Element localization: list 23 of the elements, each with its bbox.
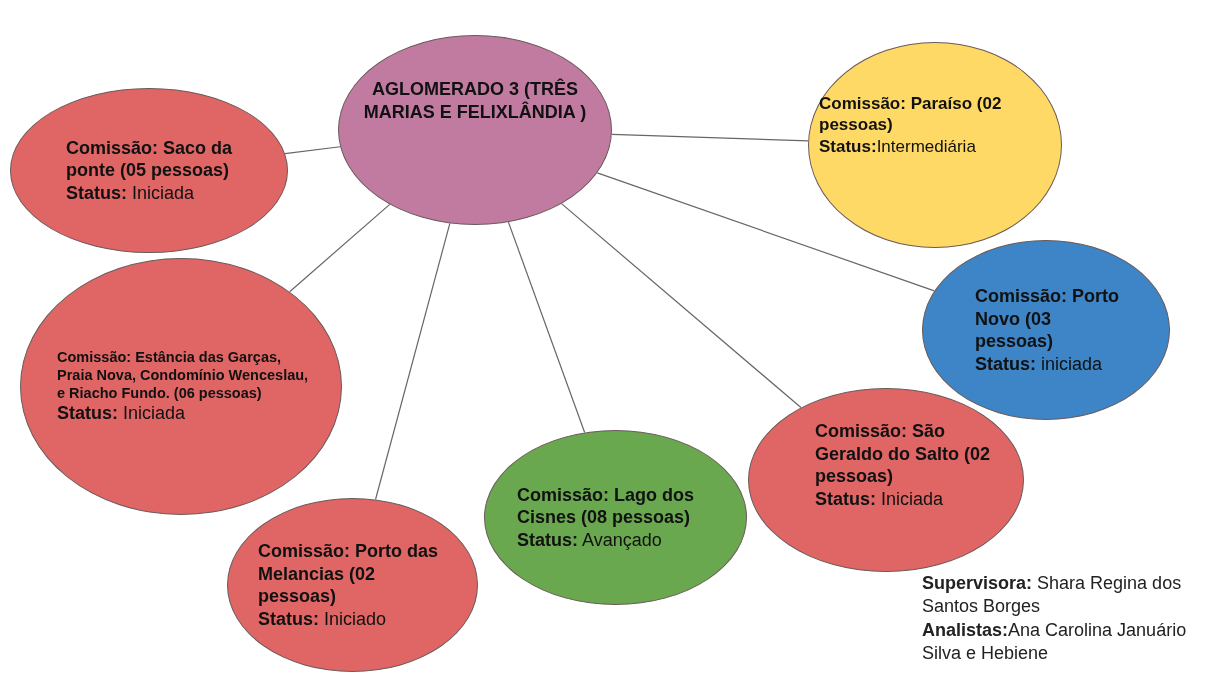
node-heading: Comissão: São Geraldo do Salto (02 pessoas) <box>815 420 992 488</box>
status-text: Status: Iniciada <box>57 402 186 425</box>
status-text: Status: Iniciado <box>258 607 387 630</box>
connector-line <box>560 203 802 409</box>
connector-line <box>507 221 586 434</box>
status-text: Status: iniciada <box>975 352 1103 375</box>
status-text: Status: Avançado <box>517 528 662 552</box>
node-heading: Comissão: Estância das Garças, Praia Nova, Condomínio Wenceslau, e Riacho Fundo. (06 pessoas) <box>57 348 310 403</box>
status-text: Status: Iniciada <box>66 181 195 205</box>
node-heading: AGLOMERADO 3 (TRÊS MARIAS E FELIXLÂNDIA ) <box>363 78 587 123</box>
node-heading: Comissão: Porto das Melancias (02 pessoas) <box>258 540 440 608</box>
node-heading: Comissão: Porto Novo (03 pessoas) <box>975 285 1121 353</box>
connector-line <box>596 172 935 292</box>
connector-line <box>284 146 341 155</box>
connector-line <box>289 203 391 293</box>
node-heading: Comissão: Saco da ponte (05 pessoas) <box>66 136 234 182</box>
credits-note: Supervisora: Shara Regina dos Santos Borges <box>922 572 1183 619</box>
connector-line <box>611 133 809 142</box>
node-heading: Comissão: Paraíso (02 pessoas) <box>819 93 1003 136</box>
status-text: Status: Iniciada <box>815 487 944 510</box>
status-text: Status:Intermediária <box>819 135 976 157</box>
node-heading: Comissão: Lago dos Cisnes (08 pessoas) <box>517 483 696 529</box>
credits-note: Analistas:Ana Carolina Januário Silva e Hebiene <box>922 618 1188 666</box>
